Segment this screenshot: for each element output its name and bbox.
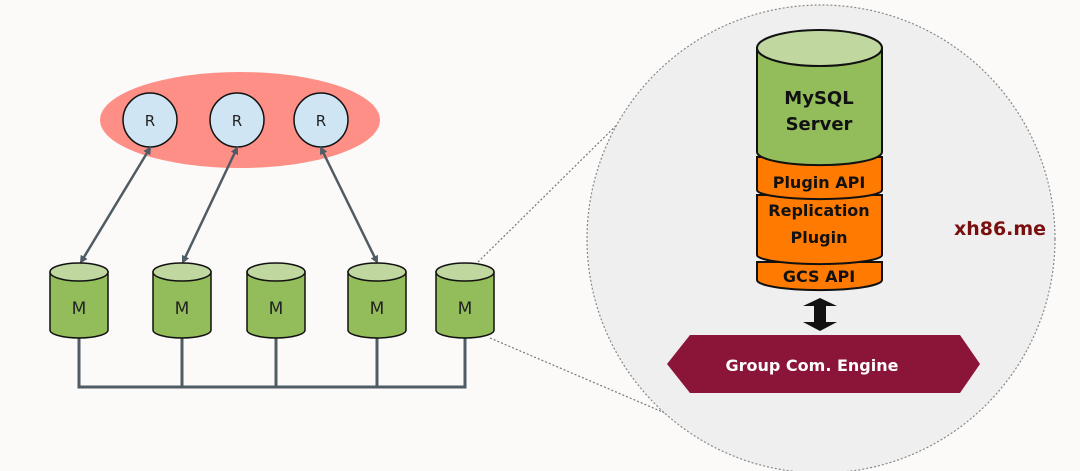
master-label: M	[72, 299, 87, 319]
master-node: M	[49, 262, 109, 339]
replication-arrow	[181, 146, 239, 264]
master-node: M	[152, 262, 212, 339]
master-body	[246, 271, 306, 339]
master-body	[49, 271, 109, 339]
replication-arrow	[319, 146, 379, 264]
master-top	[347, 262, 407, 282]
group-com-engine	[667, 335, 980, 393]
replication-arrow	[79, 146, 152, 264]
group-com-engine-label: Group Com. Engine	[726, 356, 899, 375]
master-top	[152, 262, 212, 282]
replica-node: R	[209, 92, 265, 148]
master-label: M	[370, 299, 385, 319]
replica-label: R	[316, 112, 326, 130]
master-node: M	[347, 262, 407, 339]
server-label-1: MySQL	[784, 88, 853, 109]
master-body	[435, 271, 495, 339]
mysql-server-stack: MySQL Server Plugin API Replication Plug…	[756, 29, 883, 292]
master-top	[246, 262, 306, 282]
server-top	[756, 29, 883, 67]
replica-label: R	[145, 112, 155, 130]
replica-label: R	[232, 112, 242, 130]
replica-node: R	[293, 92, 349, 148]
zoom-guide-top	[477, 101, 641, 263]
server-body	[756, 47, 883, 167]
master-top	[435, 262, 495, 282]
watermark: xh86.me	[954, 218, 1046, 240]
replication-plugin-layer	[756, 194, 883, 266]
master-node: M	[246, 262, 306, 339]
master-top	[49, 262, 109, 282]
replication-plugin-label-2: Plugin	[791, 228, 848, 247]
master-node: M	[435, 262, 495, 339]
master-label: M	[458, 299, 473, 319]
master-label: M	[269, 299, 284, 319]
plugin-api-label: Plugin API	[773, 173, 866, 192]
replication-plugin-label-1: Replication	[768, 201, 869, 220]
network-bus	[77, 338, 467, 389]
double-arrow-icon	[803, 298, 837, 331]
server-label-2: Server	[786, 114, 853, 135]
replica-node: R	[122, 92, 178, 148]
gcs-api-label: GCS API	[783, 267, 855, 286]
master-body	[152, 271, 212, 339]
gcs-api-layer	[756, 261, 883, 292]
master-body	[347, 271, 407, 339]
plugin-api-layer	[756, 156, 883, 201]
master-label: M	[175, 299, 190, 319]
